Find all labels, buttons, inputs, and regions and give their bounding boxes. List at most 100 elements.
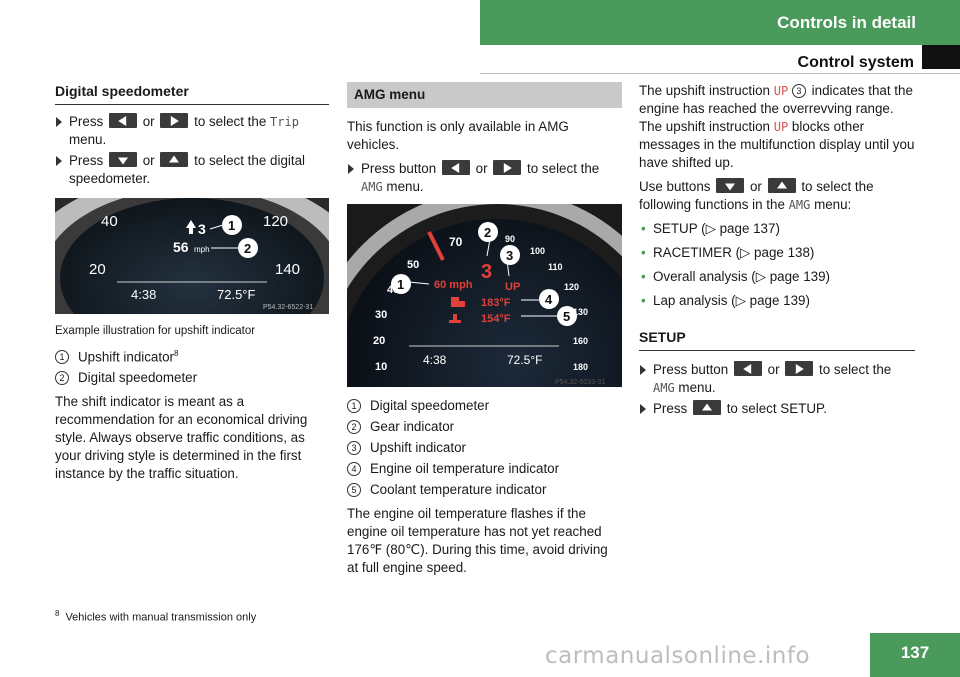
scale-label: 40 [101,213,118,230]
menu-name: AMG [361,180,383,194]
figure-code: P54.32-6522-31 [263,304,313,311]
figure-caption: Example illustration for upshift indicat… [55,325,256,337]
step-text: to select the [194,114,267,129]
outside-temperature: 72.5°F [507,353,542,367]
bullet-item: Lap analysis (▷ page 139) [639,292,915,310]
watermark: carmanualsonline.info [545,643,811,669]
amg-display-illustration: 70 50 40 30 20 10 90 100 110 120 130 160… [347,204,622,387]
scale-label: 10 [375,361,387,373]
footnote-number: 8 [55,609,60,618]
step-text: Press [69,153,104,168]
clock-time: 4:38 [131,287,156,302]
upshift-arrow-icon [186,220,196,234]
callout-number: 3 [506,248,513,263]
text-run: The upshift instruction [639,83,770,98]
text-run: to select the following functions in the [639,179,874,212]
scale-label: 50 [407,259,419,271]
gear-number: 3 [198,221,206,237]
step-text: or [142,153,155,168]
scale-label: 140 [275,261,300,278]
instruction-step: Press or to select the Trip menu. [55,113,329,149]
section-heading: SETUP [639,328,915,351]
up-button-icon [767,178,796,193]
legend-item: 2 Gear indicator [347,418,622,436]
scale-label: 120 [564,282,579,292]
body-text: The upshift instruction UP 3 indicates t… [639,82,915,172]
instruction-step: Press to select SETUP. [639,400,915,418]
column-amg-functions: The upshift instruction UP 3 indicates t… [639,82,915,421]
coolant-icon [449,314,461,323]
step-text: to select the digital speedometer. [69,153,306,186]
legend-text: Gear indicator [370,419,455,434]
upshift-label: UP [773,84,789,98]
clock-time: 4:38 [423,353,447,367]
body-text: The engine oil temperature flashes if th… [347,506,608,575]
left-button-icon [108,113,137,128]
up-button-icon [160,152,189,167]
legend-text: Digital speedometer [78,370,198,386]
text-run: blocks other messages in the multifuncti… [639,119,915,170]
scale-label: 100 [530,246,545,256]
legend-text: Engine oil temperature indicator [370,461,560,476]
down-button-icon [716,178,745,193]
speed-value: 56 [173,239,189,255]
speed-unit: mph [194,245,210,254]
legend-number: 2 [55,371,69,386]
step-text: menu. [69,132,107,147]
legend-text: Digital speedometer [370,398,490,413]
text-run: menu: [814,197,852,212]
scale-label: 20 [89,261,106,278]
scale-label: 160 [573,336,588,346]
callout-number: 1 [397,277,404,292]
column-amg-menu: AMG menu This function is only available… [347,82,622,583]
step-text: or [142,114,155,129]
outside-temperature: 72.5°F [217,287,256,302]
instruction-step: Press or to select the digital speedomet… [55,152,329,188]
text-run: Use buttons [639,179,711,194]
callout-number: 4 [545,292,553,307]
speedometer-illustration: 40 20 120 140 3 56 mph 1 2 4:38 72.5°F P… [55,198,329,314]
callout-number: 1 [228,218,235,233]
right-button-icon [785,361,814,376]
callout-number: 5 [563,309,570,324]
legend-number: 3 [347,441,361,455]
legend-item: 1 Digital speedometer [347,397,622,415]
page-number: 137 [870,633,960,677]
menu-name: AMG [653,381,675,395]
step-text: to select SETUP. [726,401,827,416]
scale-label: 20 [373,335,385,347]
legend-number: 2 [347,420,361,434]
section-title: Controls in detail [777,12,916,32]
scale-label: 110 [548,262,563,272]
step-text: menu. [678,380,716,395]
legend-number: 3 [791,84,806,98]
header-divider [480,73,960,74]
section-heading: AMG menu [347,82,622,108]
scale-label: 30 [375,309,387,321]
down-button-icon [108,152,137,167]
left-button-icon [441,160,470,175]
legend-text: Upshift indicator [78,349,175,365]
menu-name: Trip [270,115,299,129]
coolant-temperature: 154°F [481,313,511,325]
legend-number: 4 [347,462,361,476]
step-text: to select the [819,362,892,377]
bullet-item: Overall analysis (▷ page 139) [639,268,915,286]
step-text: or [767,362,780,377]
gear-indicator: 3 [481,261,492,283]
bullet-item: SETUP (▷ page 137) [639,220,915,238]
step-text: Press button [653,362,729,377]
subsection-title: Control system [797,54,914,71]
scale-label: 130 [573,307,588,317]
step-text: to select the [527,161,600,176]
legend-item: 2 Digital speedometer [55,369,329,387]
oil-temperature: 183°F [481,297,511,309]
right-button-icon [160,113,189,128]
upshift-label: UP [773,120,789,134]
digital-speed: 60 mph [434,279,473,291]
up-button-icon [692,400,721,415]
legend-number: 1 [347,399,361,413]
